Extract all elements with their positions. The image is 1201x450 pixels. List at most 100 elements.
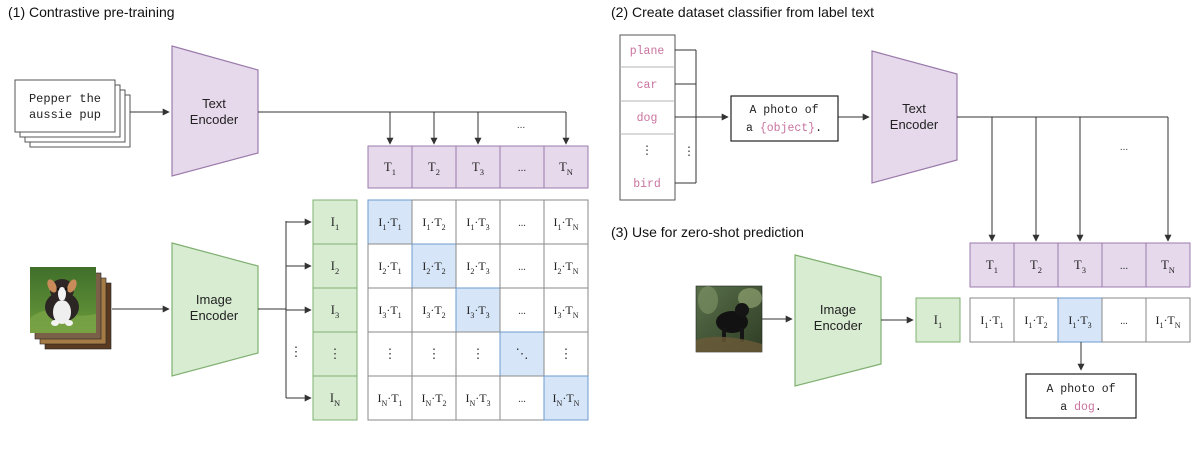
zero-shot-ellipsis: ... bbox=[1120, 316, 1128, 327]
matrix-cell-diagonal bbox=[367, 199, 413, 245]
matrix-value: I1·TN bbox=[553, 215, 578, 232]
zero-shot-i1-label: I1 bbox=[934, 313, 942, 330]
matrix-value: I2·T3 bbox=[466, 259, 489, 276]
matrix-cell bbox=[455, 199, 501, 245]
text-encoder-1: Text Encoder bbox=[171, 45, 259, 177]
section-1-title: (1) Contrastive pre-training bbox=[8, 4, 175, 20]
zero-shot-score: I1·TN bbox=[1155, 313, 1180, 330]
matrix-value: I1·T3 bbox=[466, 215, 489, 232]
label-car: car bbox=[637, 79, 658, 92]
matrix-value: IN·TN bbox=[553, 391, 580, 408]
text-encoder-1-line-1: Text bbox=[202, 96, 226, 111]
matrix-cell-diagonal bbox=[499, 331, 545, 377]
matrix-cell bbox=[411, 199, 457, 245]
matrix-cell bbox=[411, 375, 457, 421]
matrix-value: IN·T2 bbox=[421, 391, 446, 408]
text-token-ellipsis: ... bbox=[518, 162, 527, 174]
text-encoder-2-line-2: Encoder bbox=[890, 117, 939, 132]
prediction-line-2: a dog. bbox=[1060, 401, 1101, 414]
text-encoder-2-line-1: Text bbox=[902, 101, 926, 116]
image-encoder-3-line-1: Image bbox=[820, 302, 856, 317]
label-vdots: ⋮ bbox=[641, 143, 653, 157]
image-token-vdots: ⋮ bbox=[329, 346, 342, 361]
text-token-1: T1 bbox=[384, 160, 396, 177]
image-token-3: I3 bbox=[331, 303, 339, 320]
matrix-value: I2·T2 bbox=[422, 259, 445, 276]
text-token-N: TN bbox=[559, 160, 573, 177]
matrix-cell bbox=[411, 331, 457, 377]
section-3-title: (3) Use for zero-shot prediction bbox=[611, 224, 804, 240]
matrix-value: IN·T3 bbox=[465, 391, 490, 408]
matrix-value: I2·T1 bbox=[378, 259, 401, 276]
dog-photo bbox=[30, 267, 96, 333]
label-bird: bird bbox=[633, 178, 661, 191]
matrix-cell bbox=[543, 287, 589, 333]
matrix-value: I3·T1 bbox=[378, 303, 401, 320]
matrix-cell bbox=[411, 287, 457, 333]
text-token-cell bbox=[367, 145, 413, 189]
text-input-line-2: aussie pup bbox=[29, 108, 101, 122]
text-token-cell-2 bbox=[1145, 242, 1191, 288]
matrix-ellipsis: ... bbox=[518, 218, 526, 229]
zero-shot-score: I1·T1 bbox=[980, 313, 1003, 330]
prompt-template-line-2: a {object}. bbox=[746, 122, 822, 135]
matrix-cell-diagonal bbox=[411, 243, 457, 289]
image-token-cell bbox=[312, 375, 358, 421]
prediction-box: A photo of a dog. bbox=[1025, 373, 1137, 419]
text-token-2-ellipsis: ... bbox=[1120, 260, 1129, 272]
matrix-cell bbox=[543, 331, 589, 377]
prediction-object: dog bbox=[1074, 401, 1095, 414]
text-token-2-N: TN bbox=[1161, 258, 1175, 275]
matrix-value: I2·TN bbox=[553, 259, 578, 276]
text-token-cell bbox=[543, 145, 589, 189]
matrix-vdots: ⋮ bbox=[428, 346, 441, 361]
matrix-cell bbox=[543, 243, 589, 289]
zero-shot-photo bbox=[695, 285, 763, 353]
image-token-cell bbox=[312, 243, 358, 289]
matrix-cell bbox=[455, 331, 501, 377]
prediction-line-1: A photo of bbox=[1046, 383, 1115, 396]
prompt-template: A photo of a {object}. bbox=[730, 95, 839, 142]
image-token-N: IN bbox=[330, 391, 340, 408]
matrix-ddots: ⋱ bbox=[516, 346, 529, 361]
image-token-1: I1 bbox=[331, 215, 339, 232]
text-branch-ellipsis-1: ... bbox=[517, 120, 525, 131]
matrix-vdots: ⋮ bbox=[384, 346, 397, 361]
image-branch-vdots: ⋮ bbox=[290, 344, 303, 359]
matrix-value: IN·T1 bbox=[377, 391, 402, 408]
zero-shot-score: I1·T2 bbox=[1024, 313, 1047, 330]
zero-shot-score-cell bbox=[1013, 297, 1059, 343]
zero-shot-score-cell bbox=[969, 297, 1015, 343]
text-token-2: T2 bbox=[428, 160, 440, 177]
matrix-vdots: ⋮ bbox=[472, 346, 485, 361]
matrix-ellipsis: ... bbox=[518, 262, 526, 273]
text-input-line-1: Pepper the bbox=[29, 92, 101, 106]
image-encoder-3-line-2: Encoder bbox=[814, 318, 863, 333]
prompt-template-object: {object} bbox=[760, 122, 815, 135]
image-encoder-1-line-2: Encoder bbox=[190, 308, 239, 323]
matrix-cell bbox=[455, 375, 501, 421]
image-encoder-3: Image Encoder bbox=[794, 254, 882, 387]
text-encoder-2: Text Encoder bbox=[871, 50, 958, 184]
label-plane: plane bbox=[630, 45, 665, 58]
matrix-cell bbox=[367, 331, 413, 377]
text-token-2-3: T3 bbox=[1074, 258, 1086, 275]
zero-shot-score-cell bbox=[1145, 297, 1191, 343]
text-token-cell-2 bbox=[1057, 242, 1103, 288]
matrix-ellipsis: ... bbox=[518, 306, 526, 317]
label-dog: dog bbox=[637, 112, 658, 125]
matrix-value: I1·T2 bbox=[422, 215, 445, 232]
image-token-cell bbox=[312, 287, 358, 333]
image-encoder-1-line-1: Image bbox=[196, 292, 232, 307]
text-input-stack: Pepper the aussie pup bbox=[14, 79, 131, 148]
label-list: plane car dog ⋮ bird bbox=[619, 34, 676, 201]
prompt-template-line-1: A photo of bbox=[749, 104, 818, 117]
zero-shot-score-highlight bbox=[1057, 297, 1103, 343]
matrix-value: I3·T3 bbox=[466, 303, 489, 320]
matrix-cell bbox=[499, 199, 545, 245]
